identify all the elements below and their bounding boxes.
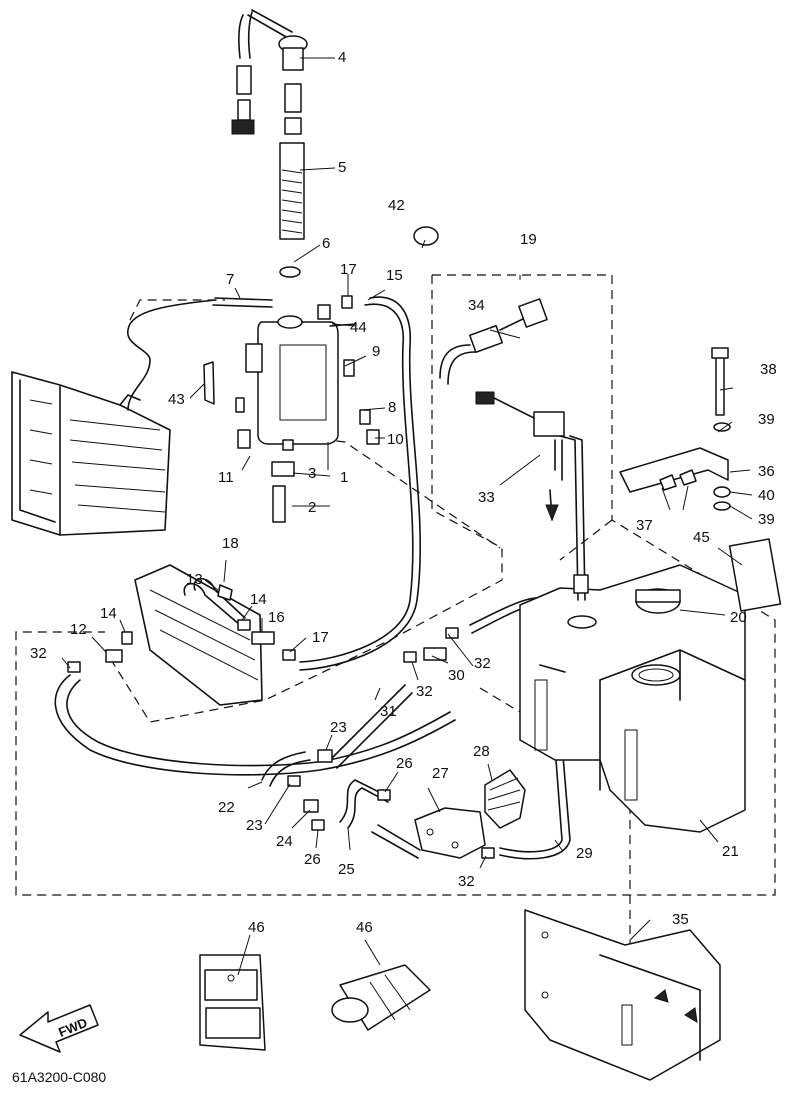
callout-24: 24: [276, 833, 293, 850]
callout-45: 46: [248, 919, 265, 936]
callout-16: 16: [268, 609, 285, 626]
callout-5: 5: [338, 159, 346, 176]
fwd-arrow: FWD: [19, 1004, 99, 1053]
callout-2: 2: [308, 499, 316, 516]
callout-33: 33: [478, 489, 495, 506]
engine-block: [11, 371, 171, 536]
callout-4: 4: [338, 49, 346, 66]
fuel-tank: [519, 564, 746, 833]
leader-lines: [61, 57, 753, 976]
callout-40: 40: [758, 487, 775, 504]
separator-tank: [203, 226, 439, 523]
callout-11: 11: [218, 469, 234, 486]
filter-element: [331, 964, 431, 1031]
callout-22: 22: [218, 799, 235, 816]
callout-44: 45: [693, 529, 710, 546]
callout-20: 21: [722, 843, 739, 860]
callout-32d: 32: [458, 873, 475, 890]
callout-21: 20: [730, 609, 747, 626]
fuel-pump: [371, 769, 526, 859]
callout-32c: 32: [416, 683, 433, 700]
callout-30: 30: [448, 667, 465, 684]
callout-42: 43: [168, 391, 185, 408]
callout-17b: 17: [312, 629, 329, 646]
callout-numbers: 4 5 6 7 17 15 42 19 34 44 9 43 8 10 11 3…: [30, 49, 777, 936]
callout-29: 29: [576, 845, 593, 862]
callout-28: 28: [473, 743, 490, 760]
callout-43: 44: [350, 319, 367, 336]
drawing-code: 61A3200-C080: [12, 1069, 106, 1085]
callout-9: 9: [372, 343, 380, 360]
dashed-boundaries: [15, 274, 776, 1000]
callout-7: 7: [226, 271, 234, 288]
callout-25: 25: [338, 861, 355, 878]
filler-assembly: [231, 9, 308, 278]
callout-39b: 39: [758, 511, 775, 528]
callout-26b: 26: [304, 851, 321, 868]
label-sheet: [199, 954, 266, 1051]
callout-3: 3: [308, 465, 316, 482]
callout-1: 1: [340, 469, 348, 486]
callout-37: 37: [636, 517, 653, 534]
callout-13: 13: [186, 571, 203, 588]
left-fittings: [54, 619, 456, 776]
callout-39a: 39: [758, 411, 775, 428]
tank-strap: [619, 347, 731, 511]
callout-35: 35: [672, 911, 689, 928]
callout-23a: 23: [330, 719, 347, 736]
callout-10: 10: [387, 431, 404, 448]
callout-31: 31: [380, 703, 397, 720]
connector-harness: [439, 298, 589, 601]
mounting-bracket: [524, 909, 721, 1081]
callout-23b: 23: [246, 817, 263, 834]
callout-14b: 14: [100, 605, 117, 622]
callout-27: 27: [432, 765, 449, 782]
callout-15: 15: [386, 267, 403, 284]
callout-8: 8: [388, 399, 396, 416]
callout-19: 19: [520, 231, 537, 248]
callout-26a: 26: [396, 755, 413, 772]
callout-34: 34: [468, 297, 485, 314]
upper-hoses: [127, 296, 421, 671]
callout-36: 36: [758, 463, 775, 480]
callout-46: 46: [356, 919, 373, 936]
callout-32a: 32: [30, 645, 47, 662]
manifold-area: [134, 564, 263, 706]
callout-41: 42: [388, 197, 405, 214]
label-plate: [728, 538, 782, 612]
callout-32b: 32: [474, 655, 491, 672]
callout-6: 6: [322, 235, 330, 252]
callout-17a: 17: [340, 261, 357, 278]
callout-12: 12: [70, 621, 87, 638]
callout-18: 18: [222, 535, 239, 552]
callout-38: 38: [760, 361, 777, 378]
callout-14a: 14: [250, 591, 267, 608]
